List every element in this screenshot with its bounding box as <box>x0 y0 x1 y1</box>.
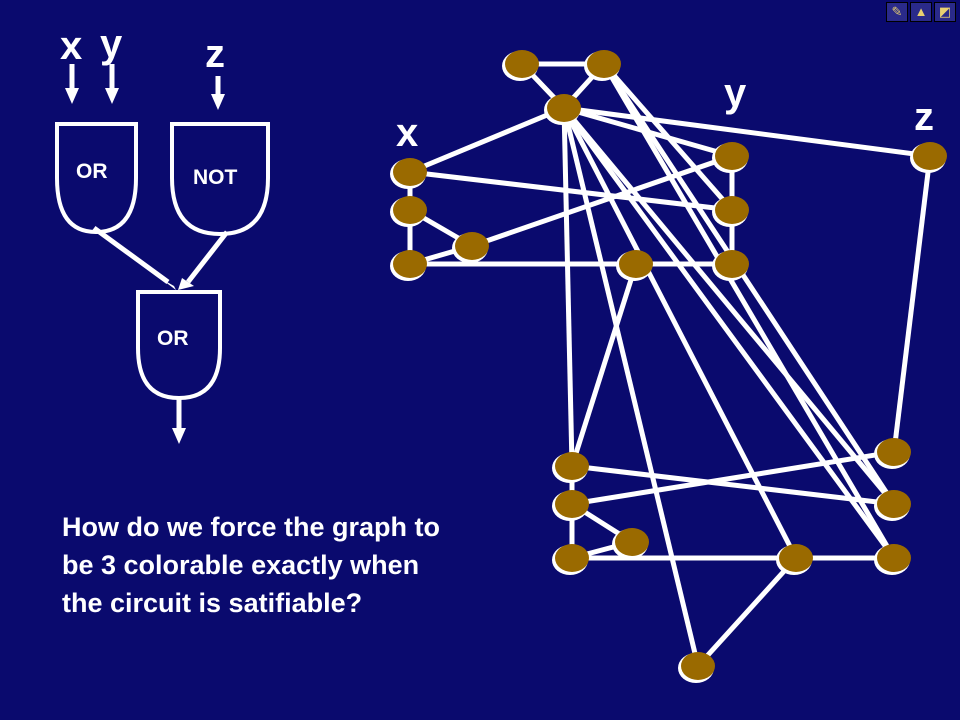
pen-icon[interactable]: ✎ <box>886 2 908 22</box>
graph-edge <box>569 263 639 467</box>
arrow-x <box>65 88 79 104</box>
graph-node <box>913 142 947 170</box>
graph-edge <box>601 62 897 506</box>
circuit-input-y: y <box>100 22 123 66</box>
graph-node <box>555 490 589 518</box>
graph-edge <box>571 463 895 507</box>
question-text: How do we force the graph to be 3 colora… <box>62 512 441 618</box>
slide-nav-icons: ✎ ▲ ◩ <box>886 2 956 22</box>
graph-label-z: z <box>914 95 934 139</box>
graph-node <box>455 232 489 260</box>
or-gate-top-label: OR <box>76 160 108 183</box>
graph-node <box>547 94 581 122</box>
arrow-z <box>211 94 225 110</box>
graph-edge <box>891 155 933 453</box>
graph-node <box>877 544 911 572</box>
graph-node <box>615 528 649 556</box>
graph-edge <box>409 105 565 175</box>
graph-edge <box>561 107 701 667</box>
graph-edge <box>409 169 733 213</box>
graph-node <box>555 452 589 480</box>
arrow-output <box>172 428 186 444</box>
graph-node <box>681 652 715 680</box>
graph-edge <box>563 105 931 159</box>
graph-edge <box>561 106 799 560</box>
arrow-or-right <box>178 278 194 290</box>
or-gate-top <box>55 122 138 235</box>
graph-edge <box>601 62 897 560</box>
or-gate-bottom-label: OR <box>157 327 189 350</box>
circuit-input-x: x <box>60 24 83 68</box>
wire-or-to-or <box>92 225 170 285</box>
graph-edge <box>561 107 575 467</box>
graph-label-x: x <box>396 111 419 155</box>
graph-node <box>877 490 911 518</box>
graph-node <box>779 544 813 572</box>
wire-not-to-or <box>186 230 229 284</box>
graph-label-y: y <box>724 71 747 115</box>
graph-node <box>393 158 427 186</box>
graph-node <box>555 544 589 572</box>
graph-node <box>587 50 621 78</box>
chart-icon[interactable]: ▲ <box>910 2 932 22</box>
graph-edge <box>471 153 733 249</box>
graph-edge <box>696 556 798 668</box>
graph-node <box>877 438 911 466</box>
graph-edge <box>562 106 896 506</box>
graph-edge <box>602 62 734 212</box>
screen-icon[interactable]: ◩ <box>934 2 956 22</box>
graph-node <box>715 196 749 224</box>
graph-edge <box>571 449 895 507</box>
not-gate-label: NOT <box>193 166 238 189</box>
graph-node <box>715 142 749 170</box>
graph-node <box>715 250 749 278</box>
graph-edge <box>561 106 897 560</box>
graph-node <box>393 196 427 224</box>
arrow-y <box>105 88 119 104</box>
arrow-or-left <box>160 278 176 290</box>
circuit-input-z: z <box>205 32 225 76</box>
not-gate <box>170 122 270 237</box>
graph-node <box>619 250 653 278</box>
or-gate-bottom <box>136 290 222 401</box>
graph-node <box>393 250 427 278</box>
graph-node <box>505 50 539 78</box>
